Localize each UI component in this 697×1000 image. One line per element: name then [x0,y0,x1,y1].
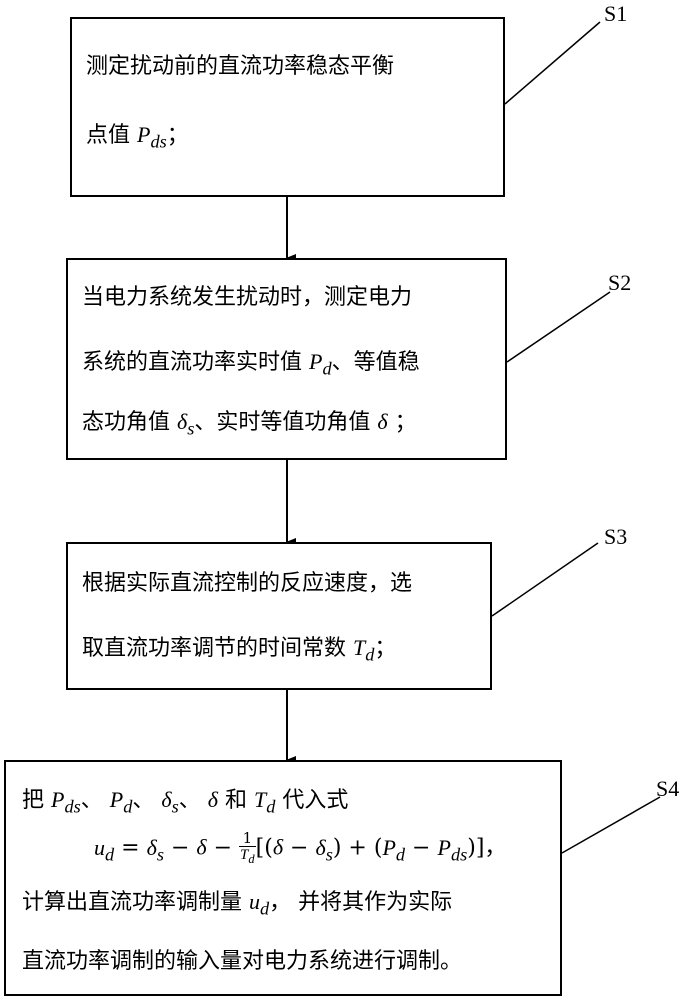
leader-s1 [504,21,601,105]
leader-s4 [561,796,661,854]
step-box-s1: 测定扰动前的直流功率稳态平衡 点值 Pds； [70,17,505,197]
s2-line-3: 态功角值 δs、实时等值功角值 δ ； [82,409,417,439]
step-label-s3: S3 [604,524,628,549]
s3-line-1: 根据实际直流控制的反应速度，选 [82,571,413,596]
step-box-s4: 把 Pds、 Pd、 δs、 δ 和 Td 代入式 ud = δs − δ − … [4,760,562,996]
leader-s2 [506,291,611,363]
s2-line-1: 当电力系统发生扰动时，测定电力 [82,285,413,310]
leader-s3 [491,542,599,617]
s4-line-1: 把 Pds、 Pd、 δs、 δ 和 Td 代入式 [22,787,349,817]
s2-line-2: 系统的直流功率实时值 Pd、等值稳 [82,349,420,379]
step-label-s2: S2 [608,270,632,295]
s4-line-3: 计算出直流功率调制量 ud， 并将其作为实际 [22,889,453,919]
step-box-s2: 当电力系统发生扰动时，测定电力 系统的直流功率实时值 Pd、等值稳 态功角值 δ… [66,258,507,460]
s4-line-4: 直流功率调制的输入量对电力系统进行调制。 [22,949,463,974]
s1-line-1: 测定扰动前的直流功率稳态平衡 [86,54,395,79]
s3-line-2: 取直流功率调节的时间常数 Td； [82,635,397,665]
step-box-s3: 根据实际直流控制的反应速度，选 取直流功率调节的时间常数 Td； [66,542,492,690]
step-label-s1: S1 [604,1,628,26]
s1-line-2: 点值 Pds； [86,122,189,152]
step-label-s4: S4 [656,776,680,801]
